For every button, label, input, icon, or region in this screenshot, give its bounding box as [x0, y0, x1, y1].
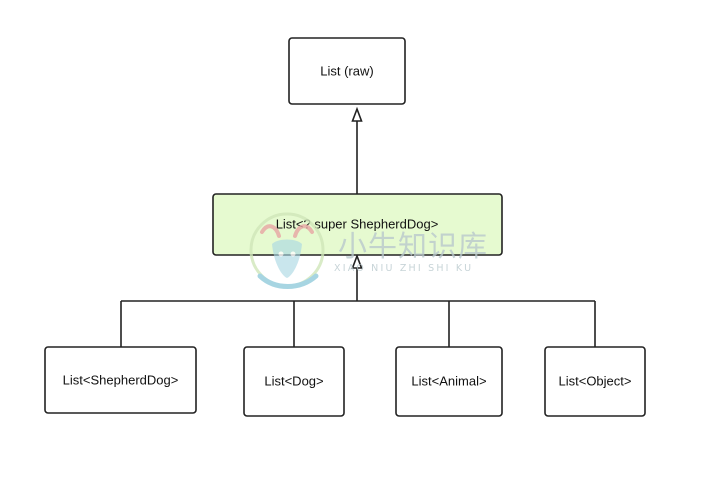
bull-head-logo-icon — [249, 212, 325, 289]
watermark-title: 小牛知识库 — [338, 229, 488, 263]
watermark: 小牛知识库 XIAO NIU ZHI SHI KU — [249, 212, 488, 289]
node-list-raw: List (raw) — [288, 37, 406, 105]
node-list-dog: List<Dog> — [243, 346, 345, 417]
node-label-list-raw: List (raw) — [320, 63, 373, 78]
node-list-object: List<Object> — [544, 346, 646, 417]
arrowhead-super — [351, 253, 363, 269]
node-label-list-dog: List<Dog> — [264, 373, 323, 388]
node-label-list-animal: List<Animal> — [411, 373, 486, 388]
arrowhead-raw — [351, 106, 363, 122]
node-label-list-object: List<Object> — [559, 373, 632, 388]
node-label-list-shepherddog: List<ShepherdDog> — [63, 372, 179, 387]
watermark-subtitle: XIAO NIU ZHI SHI KU — [334, 263, 473, 274]
node-list-shepherddog: List<ShepherdDog> — [44, 346, 197, 414]
node-list-animal: List<Animal> — [395, 346, 503, 417]
